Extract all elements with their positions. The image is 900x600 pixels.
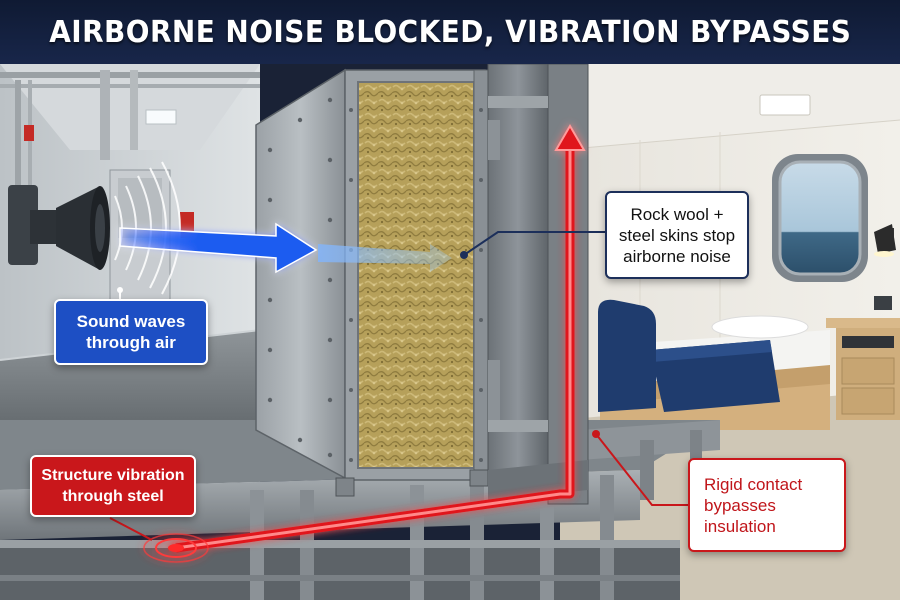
callout-line: airborne noise [623, 246, 731, 266]
loudspeaker-icon [8, 185, 110, 270]
airborne-sound-path [8, 161, 452, 295]
callout-line: Rock wool + [630, 204, 724, 224]
wall-lamp-icon [874, 224, 896, 257]
rock-wool-core [358, 82, 474, 468]
ceiling-light-icon [759, 94, 811, 116]
page-title: AIRBORNE NOISE BLOCKED, VIBRATION BYPASS… [48, 14, 852, 50]
callout-line: steel skins stop [618, 225, 736, 245]
callout-sound-waves: Sound waves through air [54, 299, 208, 365]
callout-rock-wool: Rock wool + steel skins stop airborne no… [605, 191, 749, 279]
callout-line: bypasses [704, 495, 776, 515]
vibration-arrowhead [554, 124, 586, 151]
ceiling-light-icon [145, 109, 177, 125]
structure-vibration-path [143, 124, 586, 563]
callout-line: through air [86, 333, 176, 352]
callout-structure-vibration: Structure vibration through steel [30, 455, 196, 517]
porthole-window-icon [772, 154, 868, 282]
callout-rigid-contact: Rigid contact bypasses insulation [688, 458, 846, 552]
callout-line: through steel [62, 488, 164, 505]
callout-line: Sound waves [76, 312, 186, 331]
title-bar: AIRBORNE NOISE BLOCKED, VIBRATION BYPASS… [0, 0, 900, 64]
callout-line: Structure vibration [41, 467, 185, 484]
callout-leaders [109, 231, 689, 541]
callout-line: insulation [704, 516, 776, 536]
insulated-bulkhead-panel [255, 68, 489, 497]
callout-line: Rigid contact [704, 474, 803, 494]
